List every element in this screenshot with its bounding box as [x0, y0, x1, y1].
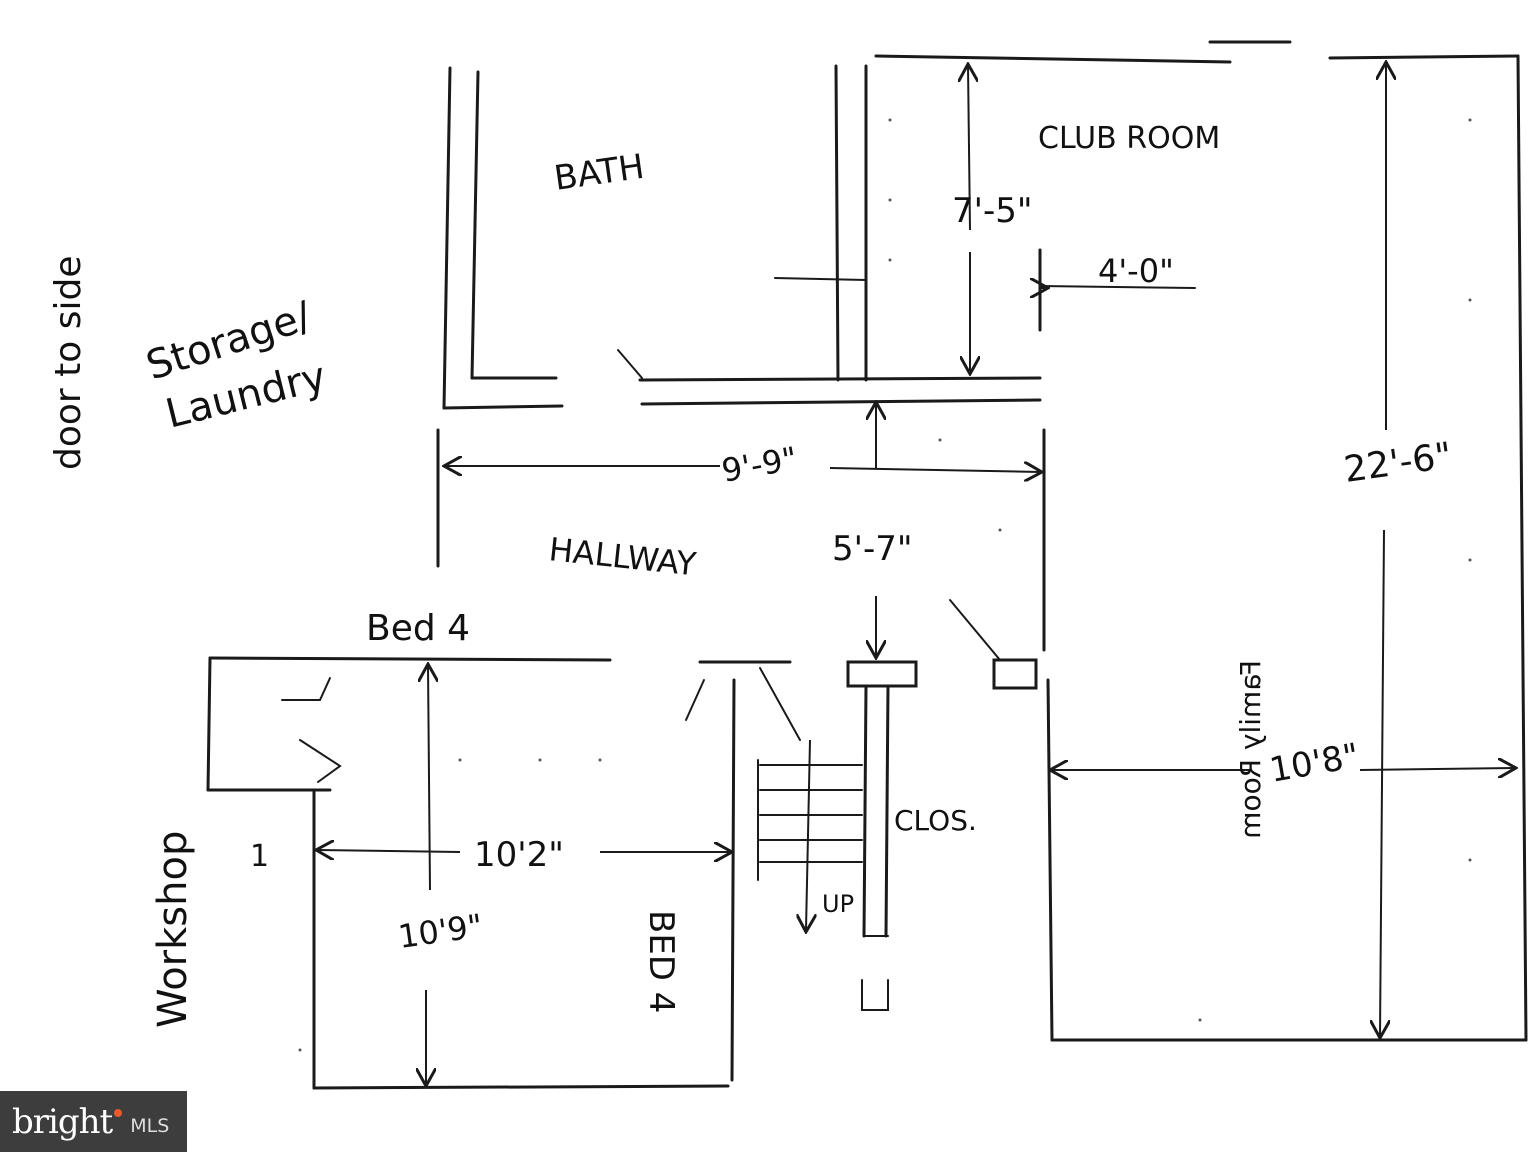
dim-family-width: 10'8" — [1267, 736, 1362, 791]
watermark-suffix: MLS — [130, 1114, 170, 1137]
hallway-walls — [208, 428, 1038, 690]
bed-vertical-label: BED 4 — [641, 910, 681, 1013]
dim-club-depth: 7'-5" — [952, 191, 1033, 231]
bedroom-walls — [312, 660, 801, 1090]
watermark-dot-icon — [114, 1108, 123, 1117]
dim-club-offset: 4'-0" — [1098, 252, 1174, 290]
dim-hall-width: 9'-9" — [719, 439, 800, 490]
club-room-label: CLUB ROOM — [1038, 121, 1220, 156]
dim-bed-depth: 10'9" — [396, 907, 485, 956]
watermark-brand: bright — [12, 1101, 113, 1142]
dotted-marks — [298, 118, 1472, 1052]
bath-walls — [442, 64, 1042, 410]
workshop-label: Workshop — [150, 831, 196, 1028]
workshop-door-walls — [206, 656, 342, 792]
dim-bed-width: 10'2" — [474, 835, 564, 875]
workshop-mark: 1 — [250, 839, 269, 874]
stairs-up-label: UP — [822, 890, 854, 918]
dimension-lines — [318, 64, 1514, 1084]
closet-label: CLOS. — [894, 804, 977, 837]
dim-hall-depth: 5'-7" — [832, 529, 913, 569]
bath-label: BATH — [552, 147, 647, 199]
family-room-label: Family Room — [1234, 660, 1267, 839]
bed-upper-label: Bed 4 — [366, 608, 470, 649]
closet-stairs — [757, 660, 918, 1011]
bright-mls-watermark: bright MLS — [0, 1091, 187, 1152]
door-to-side-label: door to side — [48, 256, 89, 471]
hallway-label: HALLWAY — [547, 530, 698, 583]
dim-family-length: 22'-6" — [1342, 435, 1455, 491]
